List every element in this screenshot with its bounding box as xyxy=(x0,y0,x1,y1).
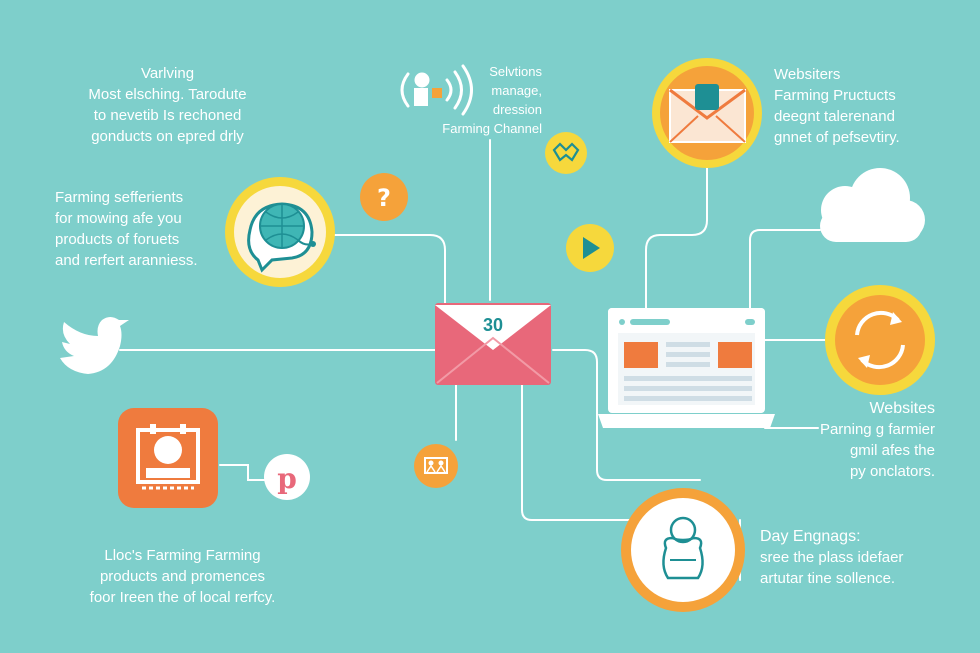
text-line: gnnet of pefsevtiry. xyxy=(774,129,900,146)
text-line: Websiters xyxy=(774,66,841,83)
text-line: gonducts on epred drly xyxy=(91,128,244,145)
text-line: manage, xyxy=(491,83,542,98)
text-line: and rerfert aranniess. xyxy=(55,252,198,269)
text-line: Most elsching. Tarodute xyxy=(88,86,247,103)
text-line: Farming Pructucts xyxy=(774,87,896,104)
text-block-top-left: Varlving Most elsching. Tarodute to neve… xyxy=(60,63,275,147)
play-icon xyxy=(566,224,614,272)
email-icon xyxy=(652,58,762,168)
text-line: Selvtions xyxy=(489,64,542,79)
text-line: products and promences xyxy=(99,568,266,585)
store-icon xyxy=(118,408,218,508)
text-line: sree the plass idefaer xyxy=(760,549,904,566)
text-line: Varlving xyxy=(140,65,195,82)
text-line: Farming sefferients xyxy=(55,189,184,206)
text-line: to nevetib Is rechoned xyxy=(93,107,242,124)
text-line: deegnt talerenand xyxy=(774,108,895,125)
text-line: products of foruets xyxy=(55,231,180,248)
refresh-icon xyxy=(825,285,935,395)
svg-text:?: ? xyxy=(377,184,391,212)
connector-store xyxy=(219,464,269,481)
question-icon: ? xyxy=(360,173,408,221)
center-number: 30 xyxy=(483,315,503,335)
text-block-top-right: Websiters Farming Pructucts deegnt taler… xyxy=(774,64,964,148)
cloud-icon xyxy=(820,168,925,242)
text-block-bottom-right: Day Engnags: sree the plass idefaer artu… xyxy=(760,526,950,589)
handshake-icon xyxy=(545,132,587,174)
connector-person xyxy=(521,379,633,521)
text-block-top-center: Selvtions manage, dression Farming Chann… xyxy=(400,62,542,138)
chat-globe-icon xyxy=(225,177,335,287)
connector-cloud xyxy=(749,229,821,309)
text-block-right-mid: Websites Parning g farmier gmil afes the… xyxy=(790,398,935,482)
text-line: Day Engnags: xyxy=(760,528,861,545)
text-line: dression xyxy=(492,102,542,117)
text-line: foor Ireen the of local rerfcy. xyxy=(89,589,276,606)
broadcast-icon xyxy=(400,64,473,116)
text-line: Lloc's Farming Farming xyxy=(104,547,261,564)
connector-chat xyxy=(329,234,446,306)
text-line: Parning g farmier xyxy=(819,421,935,438)
text-line: artutar tine sollence. xyxy=(760,570,896,587)
laptop-icon xyxy=(598,308,775,428)
person-icon xyxy=(621,488,745,612)
text-line: py onclators. xyxy=(849,463,935,480)
text-line: for mowing afe you xyxy=(55,210,182,227)
text-line: gmil afes the xyxy=(849,442,935,459)
connector-email-circle xyxy=(645,167,708,309)
text-block-bottom-left: Lloc's Farming Farming products and prom… xyxy=(60,545,305,608)
center-envelope: 30 xyxy=(435,303,551,385)
people-icon xyxy=(414,444,458,488)
twitter-bird-icon xyxy=(60,317,129,374)
connector-laptop-person xyxy=(552,349,701,481)
pinterest-icon: p xyxy=(264,454,310,500)
text-line: Websites xyxy=(869,400,935,417)
text-line: Farming Channel xyxy=(442,121,542,136)
text-block-mid-left: Farming sefferients for mowing afe you p… xyxy=(55,187,225,271)
svg-text:p: p xyxy=(277,462,297,495)
